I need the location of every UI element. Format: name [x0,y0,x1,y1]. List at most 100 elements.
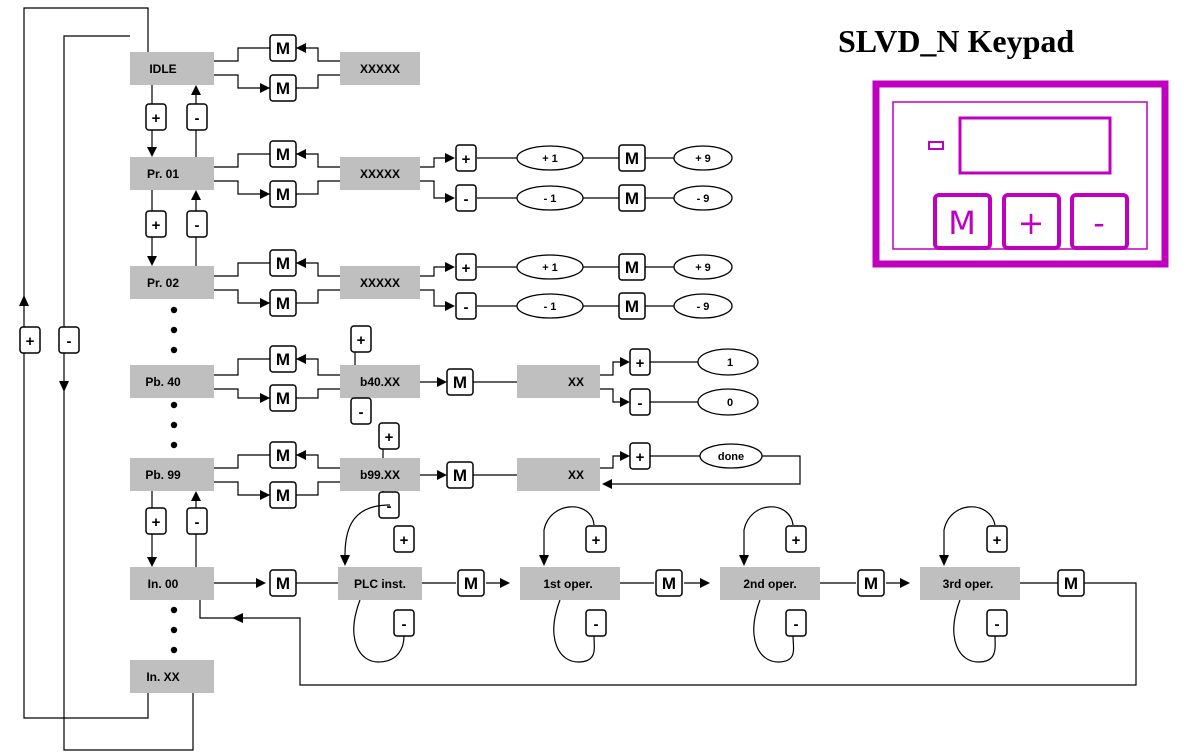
led-indicator-icon [928,141,944,150]
svg-text:+: + [592,532,601,549]
op3-m-button[interactable]: M [1057,569,1085,597]
svg-text:+: + [462,151,471,168]
pr01-minus-button[interactable]: - [186,210,208,238]
svg-text:In. XX: In. XX [146,670,179,684]
pr02-minus-m-button[interactable]: M [618,292,646,320]
plc-minus-button[interactable]: - [393,609,415,637]
svg-text:+: + [792,532,801,549]
pr02-minus-key[interactable]: - [455,292,477,320]
op2-m-button[interactable]: M [857,569,885,597]
op3-plus-button[interactable]: + [986,525,1008,553]
pr02-exit-m-button[interactable]: M [269,289,297,317]
outer-plus-button[interactable]: + [19,326,41,354]
pr02-plus-key[interactable]: + [455,253,477,281]
op2-minus-button[interactable]: - [785,609,807,637]
b40-plus-key[interactable]: + [629,348,651,376]
svg-text:M: M [1064,574,1078,593]
pr01-plus1-oval: + 1 [516,145,584,171]
pr02-plus9-oval: + 9 [673,254,733,280]
svg-text:-: - [402,616,407,633]
pb99-minus-button[interactable]: - [186,507,208,535]
svg-text:Pb. 99: Pb. 99 [145,468,181,482]
pr01-plus-button[interactable]: + [145,210,167,238]
diagram-title: SLVD_N Keypad [838,23,1074,59]
svg-text:-: - [594,616,599,633]
state-in00: In. 00 [130,567,214,600]
plc-inst-box: PLC inst. [338,567,422,600]
svg-text:- 9: - 9 [697,301,710,313]
pr01-plus9-oval: + 9 [673,145,733,171]
b99-xx-box: XX [517,458,600,491]
pr02-minus9-oval: - 9 [673,293,733,319]
pr02-plus-m-button[interactable]: M [618,253,646,281]
idle-minus-button[interactable]: - [186,103,208,131]
op1-m-button[interactable]: M [655,569,683,597]
svg-text:M: M [464,574,478,593]
b99-minus-button[interactable]: - [378,491,400,519]
pr02-plus1-oval: + 1 [516,254,584,280]
pr01-minus-m-button[interactable]: M [618,184,646,212]
pr01-exit-m-button[interactable]: M [269,180,297,208]
svg-text:+ 9: + 9 [695,262,711,274]
svg-text:+: + [26,333,35,350]
pb99-plus-button[interactable]: + [145,507,167,535]
pr01-minus-key[interactable]: - [455,184,477,212]
svg-text:+ 1: + 1 [542,262,558,274]
b40-plus-button[interactable]: + [350,325,372,353]
svg-text:M: M [625,189,639,208]
in00-m-button[interactable]: M [269,569,297,597]
svg-text:M: M [625,297,639,316]
svg-text:M: M [864,574,878,593]
b40-m-button[interactable]: M [446,368,474,396]
svg-text:+: + [385,429,394,446]
svg-text:1st oper.: 1st oper. [543,577,592,591]
pr01-plus-key[interactable]: + [455,144,477,172]
b40-xx-box: XX [517,365,600,398]
op1-box: 1st oper. [520,567,620,600]
state-pb99: Pb. 99 [130,458,214,491]
svg-text:+: + [152,110,161,127]
op1-plus-button[interactable]: + [585,525,607,553]
idle-plus-button[interactable]: + [145,103,167,131]
idle-exit-m-button[interactable]: M [269,74,297,102]
pb99-branch [382,448,801,496]
keypad-m-label: M [948,204,976,242]
b99-m-button[interactable]: M [446,461,474,489]
plc-plus-button[interactable]: + [393,525,415,553]
pr01-enter-m-button[interactable]: M [269,140,297,168]
pb40-enter-m-button[interactable]: M [269,345,297,373]
svg-text:-: - [464,191,469,208]
svg-text:- 1: - 1 [544,193,557,205]
keypad-m-key [933,193,992,250]
svg-text:M: M [276,486,290,505]
op2-plus-button[interactable]: + [785,525,807,553]
b99-plus-button[interactable]: + [378,422,400,450]
b40-value-box: b40.XX [340,365,420,398]
op3-box: 3rd oper. [920,567,1020,600]
svg-text:XX: XX [568,468,584,482]
svg-text:3rd oper.: 3rd oper. [943,577,994,591]
state-pb40: Pb. 40 [130,365,214,398]
pb99-enter-m-button[interactable]: M [269,441,297,469]
op1-minus-button[interactable]: - [585,609,607,637]
pr01-plus-m-button[interactable]: M [618,144,646,172]
outer-minus-button[interactable]: - [58,326,80,354]
b40-minus-key[interactable]: - [629,388,651,416]
pr02-enter-m-button[interactable]: M [269,249,297,277]
op3-minus-button[interactable]: - [986,609,1008,637]
keypad-illustration: M + - [872,80,1169,268]
svg-text:M: M [625,258,639,277]
pb40-exit-m-button[interactable]: M [269,384,297,412]
svg-text:0: 0 [727,397,733,409]
b40-minus-button[interactable]: - [350,397,372,425]
plc-m-button[interactable]: M [457,569,485,597]
svg-text:Pr. 01: Pr. 01 [147,167,179,181]
svg-text:XX: XX [568,375,584,389]
pb99-exit-m-button[interactable]: M [269,481,297,509]
b99-plus-key[interactable]: + [629,442,651,470]
svg-text:M: M [625,149,639,168]
keypad-plus-label: + [1018,204,1045,242]
idle-enter-m-button[interactable]: M [269,34,297,62]
svg-text:M: M [453,373,467,392]
